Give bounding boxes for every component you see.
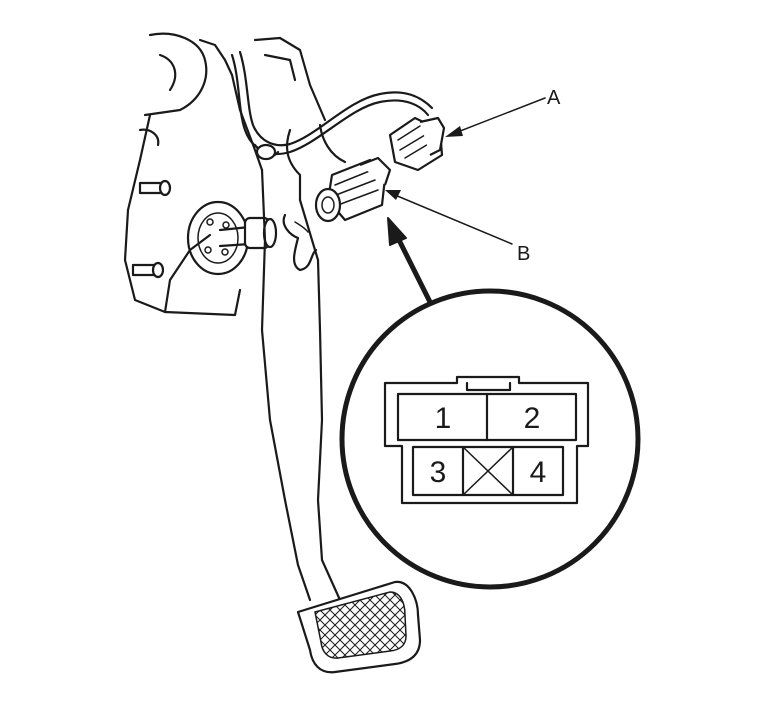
- harness-connector-a: [388, 116, 446, 172]
- pedal-arm: [260, 128, 342, 602]
- pin-label-3: 3: [430, 456, 447, 489]
- pedal-bracket: [123, 32, 327, 317]
- callout-label-b: B: [517, 243, 530, 265]
- pedal-pad: [296, 580, 422, 674]
- wire-harness: [230, 50, 434, 164]
- callout-label-a: A: [547, 87, 561, 109]
- pin-label-4: 4: [530, 456, 547, 489]
- mounting-stud-lower: [131, 261, 165, 279]
- callout-b-leader: [385, 190, 513, 245]
- callout-a-leader: [445, 97, 546, 137]
- pedal-pivot-hub: [186, 200, 278, 276]
- connector-detail-view: [339, 288, 641, 590]
- mounting-stud-upper: [138, 179, 172, 197]
- detail-view-arrow: [387, 217, 433, 305]
- pin-label-2: 2: [524, 402, 541, 435]
- brake-pedal-switch-b: [314, 156, 392, 223]
- unused-cavity-mark: [462, 446, 514, 496]
- pin-label-1: 1: [435, 402, 452, 435]
